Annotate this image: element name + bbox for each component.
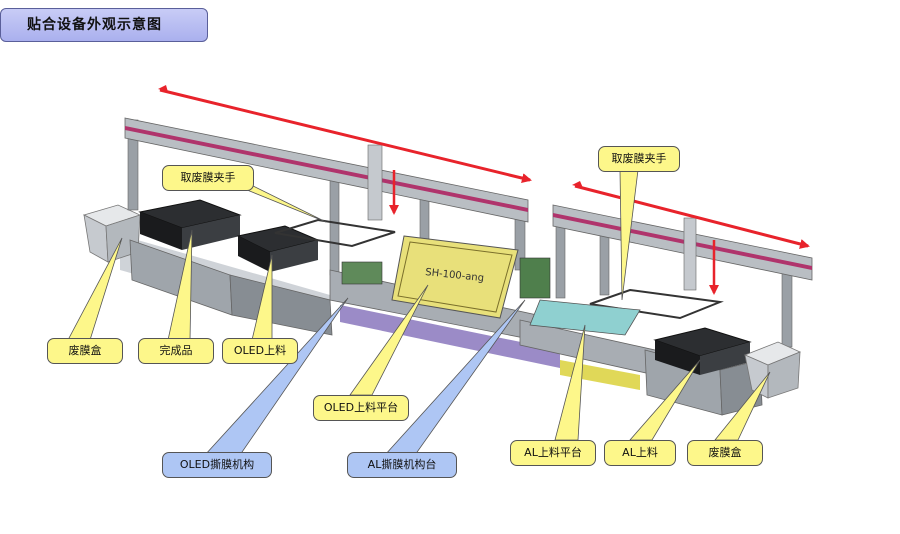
left-machine: SH-100-ang <box>82 117 561 368</box>
callout-finished-product: 完成品 <box>138 338 214 364</box>
callout-al-loading-platform: AL上料平台 <box>510 440 596 466</box>
callout-right-waste-gripper: 取废膜夹手 <box>598 146 680 172</box>
callout-left-waste-gripper: 取废膜夹手 <box>162 165 254 191</box>
callout-oled-loading-platform: OLED上料平台 <box>313 395 409 421</box>
right-machine <box>519 204 813 416</box>
callout-al-loading: AL上料 <box>604 440 676 466</box>
page-title: 贴合设备外观示意图 <box>0 8 208 42</box>
callout-pointers <box>67 169 771 456</box>
callout-right-waste-box: 废膜盒 <box>687 440 763 466</box>
callout-oled-loading: OLED上料 <box>222 338 298 364</box>
callout-al-peel-mechanism: AL撕膜机构台 <box>347 452 457 478</box>
motion-arrows <box>158 85 810 295</box>
callout-left-waste-box: 废膜盒 <box>47 338 123 364</box>
callout-oled-peel-mechanism: OLED撕膜机构 <box>162 452 272 478</box>
